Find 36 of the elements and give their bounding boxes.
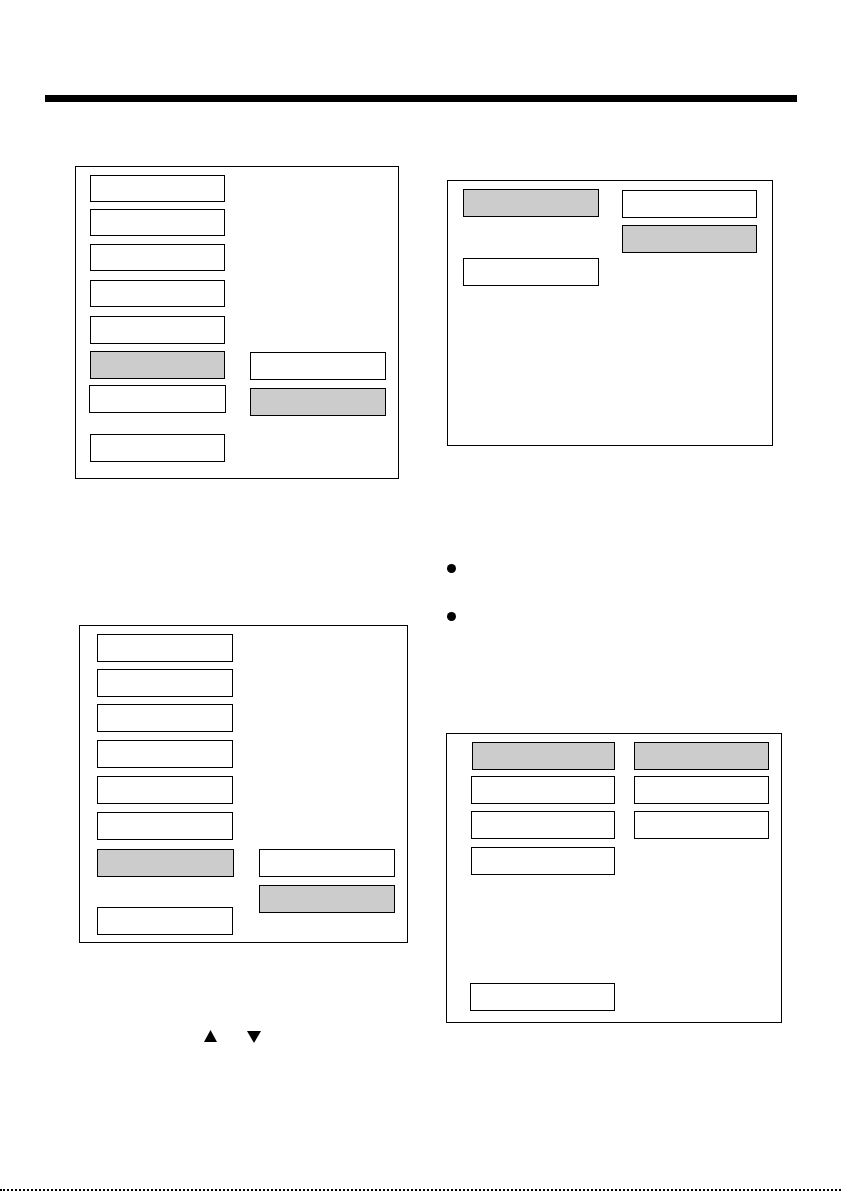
menu-item-box xyxy=(621,189,757,218)
menu-item-box xyxy=(88,384,226,413)
menu-item-box xyxy=(470,775,615,804)
menu-item-box xyxy=(633,810,769,839)
highlighted-menu-item xyxy=(462,188,599,217)
menu-item-box xyxy=(89,315,225,344)
highlighted-menu-item xyxy=(633,741,769,770)
highlighted-menu-item xyxy=(621,224,757,253)
menu-screen-frame xyxy=(446,733,782,1023)
menu-item-box xyxy=(96,739,233,768)
menu-item-box xyxy=(470,810,615,839)
menu-screen-frame xyxy=(79,625,408,943)
menu-item-box xyxy=(249,351,386,380)
highlighted-menu-item xyxy=(249,387,386,416)
menu-item-box xyxy=(258,848,395,877)
menu-item-box xyxy=(96,668,233,697)
menu-item-box xyxy=(89,174,225,202)
highlighted-menu-item xyxy=(96,848,234,877)
menu-item-box xyxy=(96,906,233,935)
menu-screen-frame xyxy=(447,180,773,446)
highlighted-menu-item xyxy=(89,350,225,379)
menu-item-box xyxy=(96,633,233,662)
menu-item-box xyxy=(96,811,233,840)
menu-screen-frame xyxy=(75,166,399,479)
menu-item-box xyxy=(89,279,225,307)
menu-item-box xyxy=(462,257,599,286)
menu-item-box xyxy=(96,703,233,732)
highlighted-menu-item xyxy=(471,741,615,770)
highlighted-menu-item xyxy=(258,884,395,913)
menu-item-box xyxy=(89,208,225,236)
menu-item-box xyxy=(89,243,225,271)
menu-item-box xyxy=(96,775,233,804)
menu-item-box xyxy=(89,433,225,462)
menu-item-box xyxy=(470,846,615,875)
menu-item-box xyxy=(469,982,615,1011)
menu-item-box xyxy=(633,775,769,804)
